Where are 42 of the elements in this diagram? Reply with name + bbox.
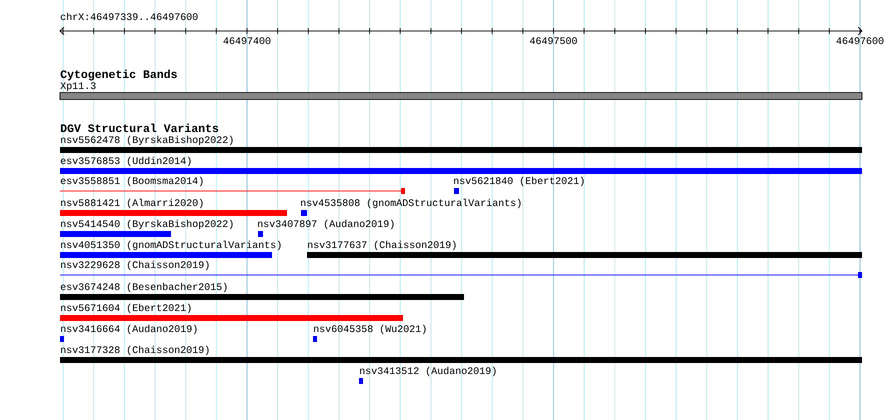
node-label: nsv4051350 (gnomADStructuralVariants) — [61, 240, 281, 250]
tick-label: 46497600 — [836, 37, 884, 44]
track-heading: Cytogenetic Bands — [60, 70, 177, 80]
node-label: nsv6045358 (Wu2021) — [314, 324, 426, 334]
variant-feature: nsv3177637 (Chaisson2019) — [307, 240, 862, 258]
node-label: nsv5621840 (Ebert2021) — [454, 176, 584, 186]
variant-feature: nsv3416664 (Audano2019) — [60, 324, 197, 342]
node-label: nsv5881421 (Almarri2020) — [61, 198, 203, 208]
variant-feature: nsv5671604 (Ebert2021) — [60, 304, 403, 321]
tick-label: 46497400 — [224, 37, 270, 44]
variant-feature: nsv5414540 (ByrskaBishop2022) — [60, 220, 233, 237]
cytoband-bar: Xp11.3 — [60, 82, 862, 100]
variant-feature: nsv4535808 (gnomADStructuralVariants) — [301, 198, 521, 216]
variant-feature: nsv5562478 (ByrskaBishop2022) — [60, 136, 862, 153]
variant-feature: nsv6045358 (Wu2021) — [313, 324, 426, 342]
variant-feature: nsv3177328 (Chaisson2019) — [60, 346, 862, 363]
range-label: chrX:46497339..46497600 — [60, 12, 198, 20]
node-label: nsv3407897 (Audano2019) — [258, 220, 394, 230]
node-label: nsv5562478 (ByrskaBishop2022) — [61, 136, 233, 146]
node-label: esv3558851 (Boomsma2014) — [60, 176, 203, 186]
variant-feature: esv3674248 (Besenbacher2015) — [60, 282, 464, 300]
variant-feature: nsv3407897 (Audano2019) — [258, 220, 394, 237]
variant-feature: esv3558851 (Boomsma2014) — [60, 176, 406, 194]
variant-feature: nsv3413512 (Audano2019) — [359, 366, 496, 384]
variant-feature: nsv3229628 (Chaisson2019) — [60, 260, 862, 278]
track-heading: DGV Structural Variants — [60, 124, 218, 132]
node-label: nsv3413512 (Audano2019) — [360, 366, 496, 376]
tick-label: 46497500 — [530, 37, 577, 44]
node-label: nsv3229628 (Chaisson2019) — [61, 260, 209, 270]
variant-feature: nsv5621840 (Ebert2021) — [454, 176, 584, 194]
node-label: nsv3416664 (Audano2019) — [61, 324, 197, 334]
variant-feature: nsv4051350 (gnomADStructuralVariants) — [60, 240, 281, 258]
node-label: Xp11.3 — [60, 82, 96, 92]
node-label: nsv5414540 (ByrskaBishop2022) — [61, 220, 233, 230]
node-label: nsv4535808 (gnomADStructuralVariants) — [301, 198, 521, 208]
node-label: esv3674248 (Besenbacher2015) — [60, 282, 227, 292]
variant-feature: nsv5881421 (Almarri2020) — [60, 198, 287, 216]
node-label: nsv5671604 (Ebert2021) — [61, 304, 191, 314]
variant-feature: esv3576853 (Uddin2014) — [60, 156, 862, 174]
node-label: nsv3177328 (Chaisson2019) — [61, 346, 209, 356]
node-label: nsv3177637 (Chaisson2019) — [308, 240, 456, 250]
node-label: esv3576853 (Uddin2014) — [60, 156, 191, 166]
